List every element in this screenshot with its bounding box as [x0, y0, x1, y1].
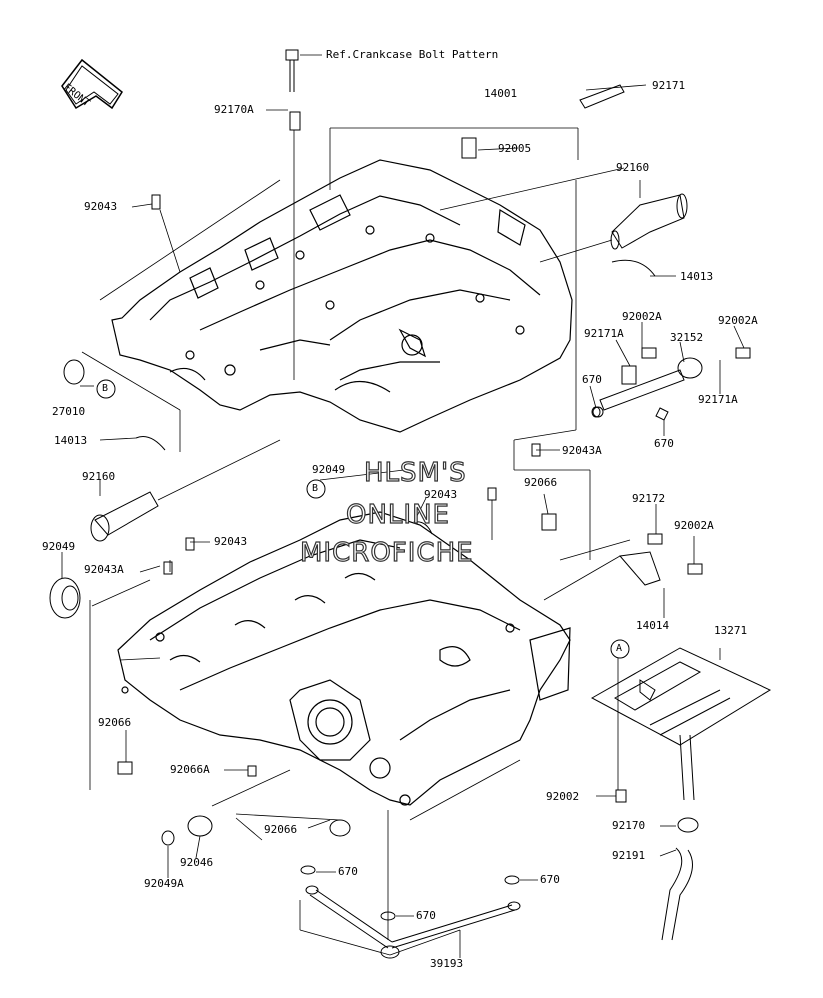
part-label: 92191	[612, 849, 646, 862]
shaft-92160-left	[90, 491, 159, 542]
upper-crankcase	[111, 159, 573, 433]
part-label: 92160	[82, 470, 116, 483]
part-label: 27010	[52, 405, 86, 418]
seal-92049	[49, 577, 81, 619]
part-label: 14013	[680, 270, 714, 283]
part-label: 92170	[612, 819, 646, 832]
part-label: 92171A	[584, 327, 624, 340]
part-label: 92170A	[214, 103, 254, 116]
bolt-top	[285, 49, 301, 131]
part-label: 92160	[616, 161, 650, 174]
part-label: 92171	[652, 79, 686, 92]
part-label: 92002A	[622, 310, 662, 323]
part-label: 92002A	[718, 314, 758, 327]
callout-a: A	[616, 643, 623, 654]
watermark-line1: HLSM'S	[363, 457, 467, 488]
part-label: 92043A	[562, 444, 602, 457]
oil-pipe	[661, 734, 699, 941]
oil-pipe-39193	[305, 885, 521, 959]
part-label: 670	[338, 865, 358, 878]
part-label: 92171A	[698, 393, 738, 406]
part-label: 14013	[54, 434, 88, 447]
part-label: 92066	[524, 476, 558, 489]
part-label: 92043	[424, 488, 458, 501]
shaft-92160-right	[610, 193, 688, 250]
watermark-line2: ONLINE	[345, 499, 450, 530]
part-label: 670	[540, 873, 560, 886]
front-arrow-icon	[61, 58, 123, 110]
callout-circles	[96, 379, 630, 659]
part-label: 92066	[264, 823, 298, 836]
part-label: 92049	[42, 540, 76, 553]
part-label: 92043A	[84, 563, 124, 576]
part-label: 92172	[632, 492, 666, 505]
leader-lines	[61, 54, 745, 958]
part-label: 92005	[498, 142, 532, 155]
part-label: 92049A	[144, 877, 184, 890]
part-label: 92043	[214, 535, 248, 548]
part-label: 39193	[430, 957, 464, 970]
part-label: 92046	[180, 856, 214, 869]
part-label: 92002A	[674, 519, 714, 532]
callout-b-upper: B	[102, 383, 109, 394]
part-label: 92049	[312, 463, 346, 476]
part-label: 13271	[714, 624, 748, 637]
part-label: 92066A	[170, 763, 210, 776]
oil-screen	[590, 647, 772, 746]
lower-crankcase	[117, 511, 571, 806]
part-label: 92066	[98, 716, 132, 729]
ref-note: Ref.Crankcase Bolt Pattern	[326, 48, 499, 61]
part-label: 670	[582, 373, 602, 386]
part-label: 92002	[546, 790, 580, 803]
part-label: 670	[654, 437, 674, 450]
part-label: 32152	[670, 331, 704, 344]
watermark-line3: MICROFICHE	[299, 537, 474, 568]
part-label: 14014	[636, 619, 670, 632]
part-label: 14001	[484, 87, 518, 100]
part-label: 670	[416, 909, 436, 922]
callout-b-lower: B	[312, 483, 319, 494]
part-label: 92043	[84, 200, 118, 213]
